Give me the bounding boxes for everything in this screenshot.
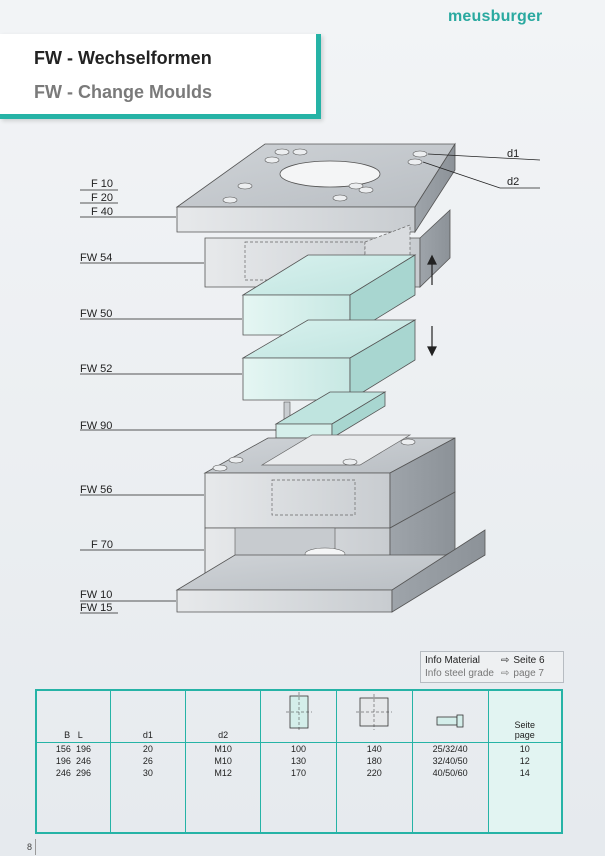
plate-height-icon xyxy=(285,692,312,732)
fw90-ejector-unit xyxy=(274,391,387,439)
table-header-row: B L d1 d2 Seite page xyxy=(35,690,563,743)
page-number: 8 xyxy=(27,842,33,852)
brand-logo: meusburger xyxy=(448,8,543,25)
label-fw54: FW 54 xyxy=(80,252,112,264)
header-seite-page: Seite page xyxy=(487,690,563,743)
info-material-row[interactable]: Info Material ⇨Seite 6 xyxy=(425,654,545,667)
page-link[interactable]: 14 xyxy=(487,767,563,779)
dimension-table: B L d1 d2 Seite page xyxy=(35,689,563,834)
label-fw15: FW 15 xyxy=(80,602,112,614)
page-link[interactable]: 12 xyxy=(487,755,563,767)
header-plate-icon xyxy=(260,690,337,743)
page-title-en: FW - Change Moulds xyxy=(34,82,212,102)
info-steel-label: Info steel grade xyxy=(425,668,494,679)
fw56-block xyxy=(203,434,456,529)
header-bl: B L xyxy=(35,690,111,743)
footer-divider xyxy=(35,839,36,855)
label-fw10: FW 10 xyxy=(80,589,112,601)
leader-lines xyxy=(80,153,541,614)
info-material-label: Info Material xyxy=(425,655,481,666)
info-steel-row[interactable]: Info steel grade ⇨page 7 xyxy=(425,667,544,680)
info-box: Info Material ⇨Seite 6 Info steel grade … xyxy=(420,651,564,683)
fw50-plate xyxy=(241,254,417,336)
bottom-clamping-plate xyxy=(175,529,486,613)
label-f40: F 40 xyxy=(91,206,113,218)
label-d1: d1 xyxy=(507,148,519,160)
label-fw90: FW 90 xyxy=(80,420,112,432)
page-title-de: FW - Wechselformen xyxy=(34,48,212,68)
label-f70: F 70 xyxy=(91,539,113,551)
label-fw52: FW 52 xyxy=(80,363,112,375)
table-row: 246 296 30 M12 170 220 40/50/60 14 xyxy=(35,767,563,779)
table-filler-row xyxy=(35,779,563,833)
motion-arrows xyxy=(427,254,437,357)
info-material-ref: Seite 6 xyxy=(513,655,545,666)
header-screw-icon xyxy=(411,690,489,743)
block-size-icon xyxy=(356,694,393,730)
label-f20: F 20 xyxy=(91,192,113,204)
mould-assembly-drawing: F 10 F 20 F 40 FW 54 FW 50 FW 52 FW 90 F… xyxy=(80,142,541,614)
header-d2: d2 xyxy=(184,690,262,743)
table-row: 196 246 26 M10 130 180 32/40/50 12 xyxy=(35,755,563,767)
label-fw50: FW 50 xyxy=(80,308,112,320)
screw-icon xyxy=(436,714,464,728)
header-d1: d1 xyxy=(109,690,186,743)
title-box xyxy=(0,34,321,119)
table-row: 156 196 20 M10 100 140 25/32/40 10 xyxy=(35,742,563,755)
label-fw56: FW 56 xyxy=(80,484,112,496)
label-f10: F 10 xyxy=(91,178,113,190)
top-clamping-plate xyxy=(175,142,456,234)
label-d2: d2 xyxy=(507,176,519,188)
fw52-plate xyxy=(241,319,417,401)
info-steel-ref: page 7 xyxy=(513,668,544,679)
arrow-right-icon: ⇨ xyxy=(501,668,510,679)
arrow-right-icon: ⇨ xyxy=(501,655,510,666)
page-link[interactable]: 10 xyxy=(487,742,563,755)
header-block-icon xyxy=(335,690,413,743)
